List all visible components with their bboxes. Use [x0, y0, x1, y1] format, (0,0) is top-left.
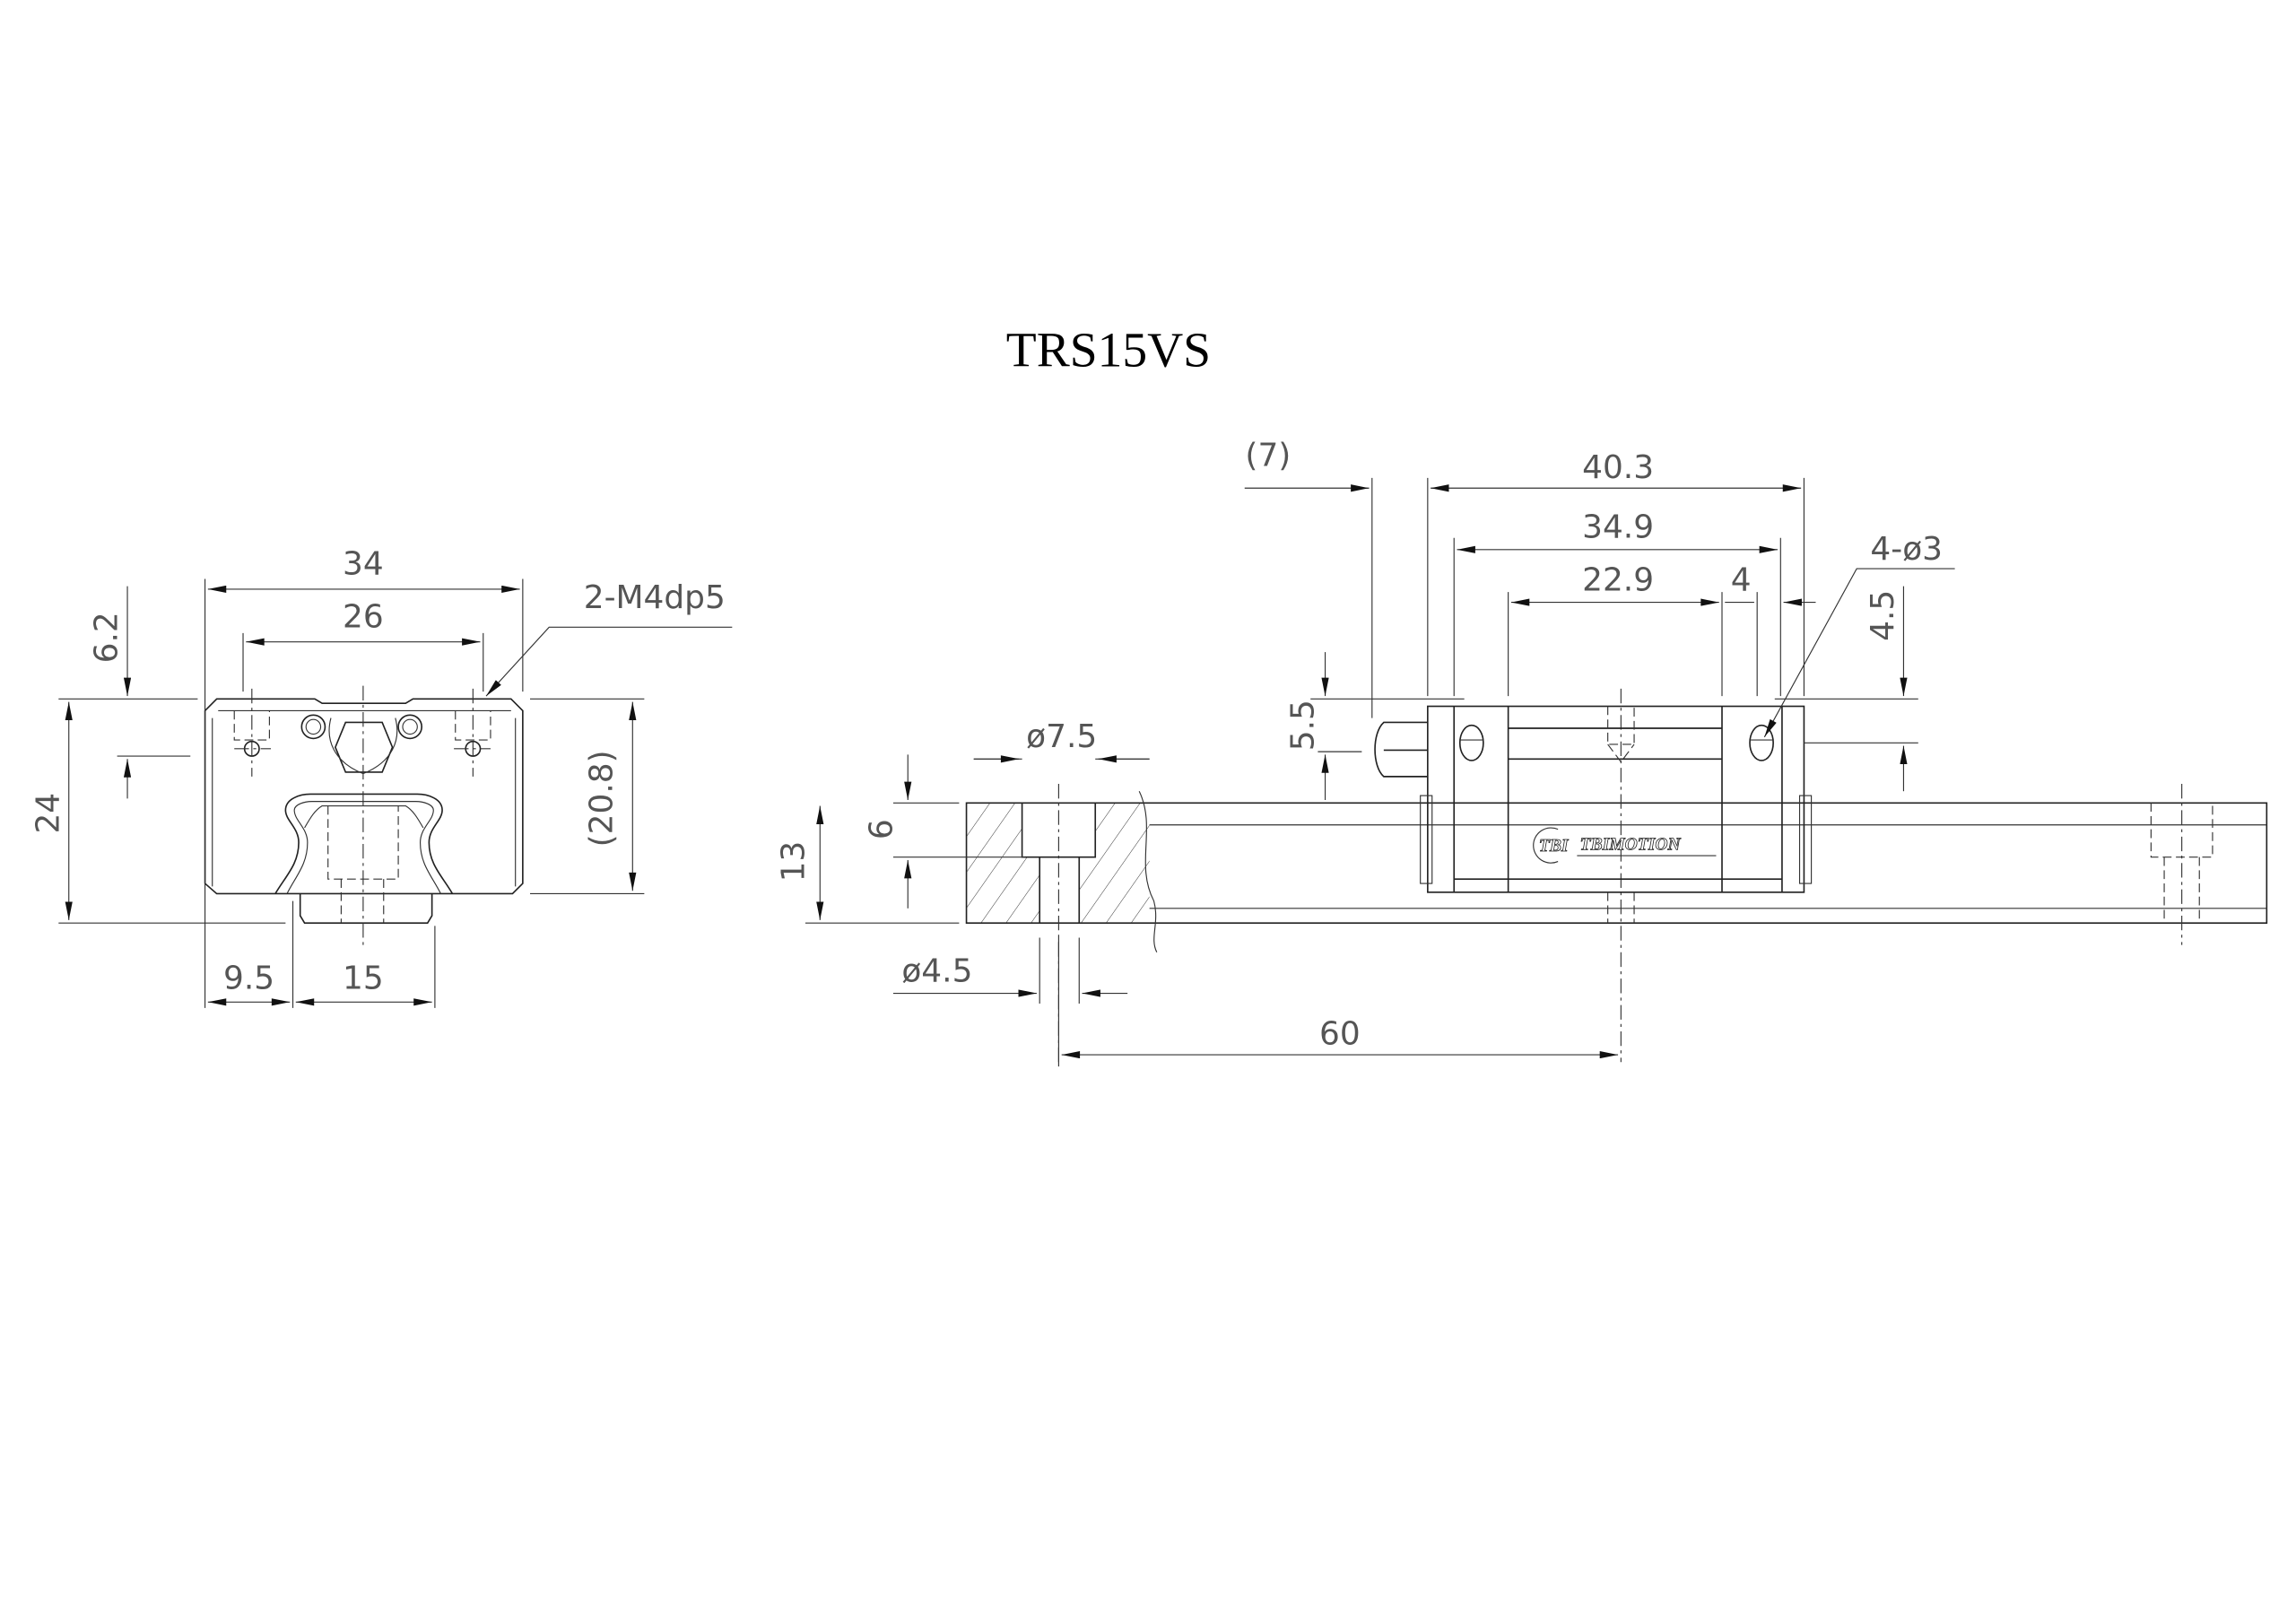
dim-body-length: 34.9 [1582, 509, 1654, 546]
dim-hole-pitch: 26 [343, 598, 384, 635]
carriage-outline [204, 698, 524, 895]
rail-profile [299, 893, 433, 924]
side-view: TBI TBIMOTION (7) 40.3 34.9 22.9 4 4-ø3 … [775, 438, 2268, 1067]
dim-rail-pitch: 60 [1319, 1016, 1361, 1053]
dim-height: 24 [30, 793, 66, 834]
dim-rail-height: 13 [775, 841, 812, 883]
dim-offset: 9.5 [223, 961, 274, 997]
dim-tap-depth: 6.2 [89, 612, 126, 663]
svg-text:TBIMOTION: TBIMOTION [1580, 836, 1682, 855]
dim-rail-width: 15 [343, 961, 384, 997]
dim-carriage-length: 40.3 [1582, 449, 1654, 486]
carriage-body [1427, 705, 1805, 893]
drawing-title: TRS15VS [1006, 324, 1211, 378]
holes-callout: 4-ø3 [1870, 531, 1943, 568]
hex-socket-icon [334, 721, 394, 773]
dim-hole-height: 4.5 [1865, 590, 1901, 641]
front-view: 34 26 2-M4dp5 24 6.2 (20.8) 9.5 15 [30, 546, 733, 1008]
dim-end-offset: 4 [1731, 562, 1752, 599]
dim-hole-dia: ø4.5 [901, 952, 972, 989]
dim-nipple-length: (7) [1245, 438, 1291, 474]
grease-nipple [1374, 721, 1428, 778]
dim-counterbore-depth: 6 [863, 819, 900, 839]
tap-callout: 2-M4dp5 [584, 579, 726, 616]
dim-nipple-height: 5.5 [1284, 700, 1321, 751]
dim-counterbore-dia: ø7.5 [1026, 718, 1097, 755]
tbimotion-logo: TBI TBIMOTION [1533, 827, 1717, 864]
dim-hole-pitch: 22.9 [1582, 562, 1654, 599]
dim-width: 34 [343, 546, 384, 583]
dim-block-height: (20.8) [583, 750, 620, 847]
svg-text:TBI: TBI [1539, 837, 1570, 856]
